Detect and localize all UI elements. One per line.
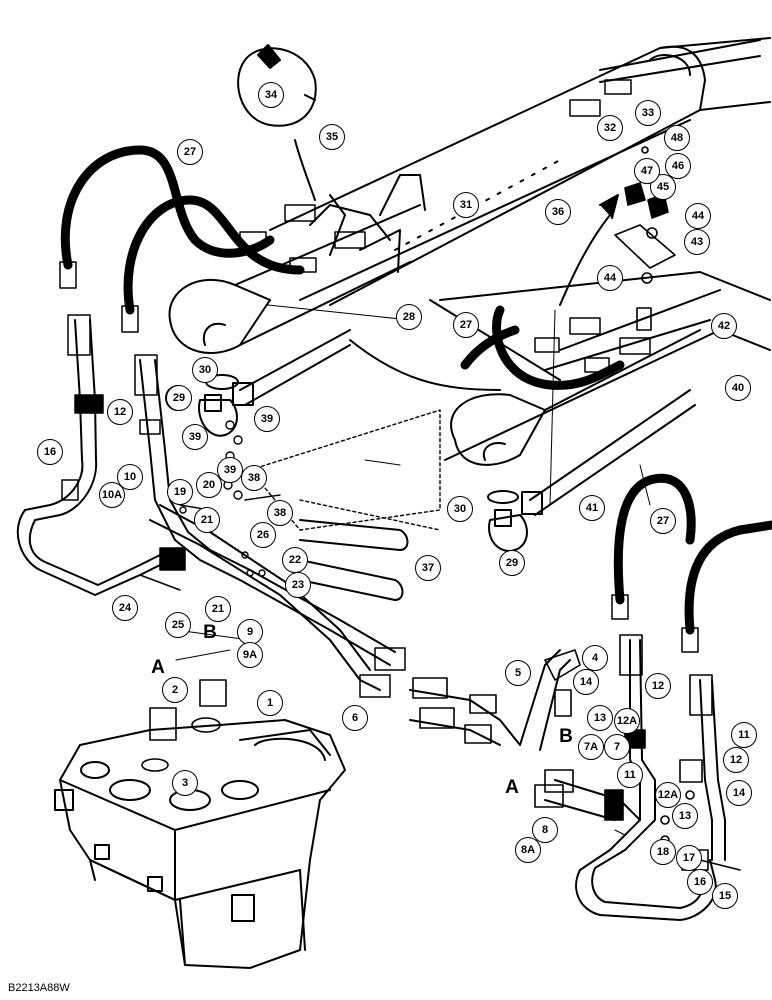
pipe-ends-left (67, 314, 406, 698)
callout-36: 36 (545, 199, 571, 225)
callout-48: 48 (664, 125, 690, 151)
callout-24: 24 (112, 595, 138, 621)
callout-13: 13 (672, 803, 698, 829)
callout-12: 12 (723, 747, 749, 773)
callout-43: 43 (684, 229, 710, 255)
callout-39: 39 (182, 424, 208, 450)
callout-8: 8 (532, 817, 558, 843)
port-label-a: A (151, 657, 165, 678)
callout-2: 2 (162, 677, 188, 703)
figure-code: B2213A88W (8, 982, 70, 994)
cap-34 (237, 44, 317, 127)
callout-30: 30 (192, 357, 218, 383)
callout-44: 44 (597, 265, 623, 291)
callout-8a: 8A (515, 837, 541, 863)
callout-17: 17 (676, 845, 702, 871)
clamps (61, 394, 186, 591)
callout-5: 5 (505, 660, 531, 686)
callout-27: 27 (650, 508, 676, 534)
callout-47: 47 (634, 158, 660, 184)
indicator-line-34 (294, 139, 316, 201)
callout-37: 37 (415, 555, 441, 581)
callout-32: 32 (597, 115, 623, 141)
callout-12: 12 (107, 399, 133, 425)
callout-39: 39 (254, 406, 280, 432)
bracket-3 (309, 204, 391, 241)
callout-42: 42 (711, 313, 737, 339)
port-label-b: B (203, 622, 217, 643)
control-valve (54, 719, 346, 969)
callout-23: 23 (285, 572, 311, 598)
cylinder-left (168, 204, 421, 354)
callout-38: 38 (241, 465, 267, 491)
indicator-arc (349, 339, 501, 391)
callout-6: 6 (342, 705, 368, 731)
callout-29: 29 (166, 385, 192, 411)
callout-1: 1 (257, 690, 283, 716)
bracket (379, 174, 426, 216)
upper-boom (269, 37, 771, 306)
callout-30: 30 (447, 496, 473, 522)
callout-31: 31 (453, 192, 479, 218)
callout-20: 20 (196, 472, 222, 498)
callout-14: 14 (573, 669, 599, 695)
callout-41: 41 (579, 495, 605, 521)
port-fittings (141, 679, 227, 772)
small-hardware (179, 420, 281, 577)
callout-25: 25 (165, 612, 191, 638)
callout-18: 18 (650, 839, 676, 865)
callout-27: 27 (177, 139, 203, 165)
callout-28: 28 (396, 304, 422, 330)
callout-33: 33 (635, 100, 661, 126)
hose-fittings (59, 79, 699, 653)
callout-16: 16 (687, 869, 713, 895)
callout-27: 27 (453, 312, 479, 338)
callout-46: 46 (665, 153, 691, 179)
callout-39: 39 (217, 457, 243, 483)
fittings-right (412, 634, 741, 871)
callout-12: 12 (645, 673, 671, 699)
callout-12a: 12A (655, 782, 681, 808)
callout-13: 13 (587, 705, 613, 731)
callout-7a: 7A (578, 734, 604, 760)
callout-34: 34 (258, 82, 284, 108)
callout-21: 21 (205, 596, 231, 622)
callout-14: 14 (726, 780, 752, 806)
callout-29: 29 (499, 550, 525, 576)
u-bolts-37 (299, 519, 409, 601)
fittings-29-30 (198, 329, 696, 552)
callout-21: 21 (194, 507, 220, 533)
callout-44: 44 (685, 203, 711, 229)
arrow-head-icon (599, 194, 619, 219)
mounting-plate (249, 409, 441, 531)
callout-7: 7 (604, 734, 630, 760)
bracket-2 (329, 194, 346, 256)
callout-4: 4 (582, 645, 608, 671)
callout-38: 38 (267, 500, 293, 526)
steel-lines-right (409, 639, 726, 921)
callout-9a: 9A (237, 642, 263, 668)
callout-12a: 12A (614, 708, 640, 734)
callout-35: 35 (319, 124, 345, 150)
port-label-b: B (559, 726, 573, 747)
callout-22: 22 (282, 547, 308, 573)
lower-boom (429, 271, 771, 466)
callout-10a: 10A (99, 482, 125, 508)
callout-40: 40 (725, 375, 751, 401)
callout-3: 3 (172, 770, 198, 796)
hoses-27 (60, 145, 772, 635)
port-label-a: A (505, 777, 519, 798)
callout-19: 19 (167, 479, 193, 505)
callout-26: 26 (250, 522, 276, 548)
callout-15: 15 (712, 883, 738, 909)
clamp-assembly (614, 146, 676, 331)
callout-11: 11 (617, 762, 643, 788)
indicator-arrow (559, 214, 611, 306)
callout-16: 16 (37, 439, 63, 465)
callout-11: 11 (731, 722, 757, 748)
